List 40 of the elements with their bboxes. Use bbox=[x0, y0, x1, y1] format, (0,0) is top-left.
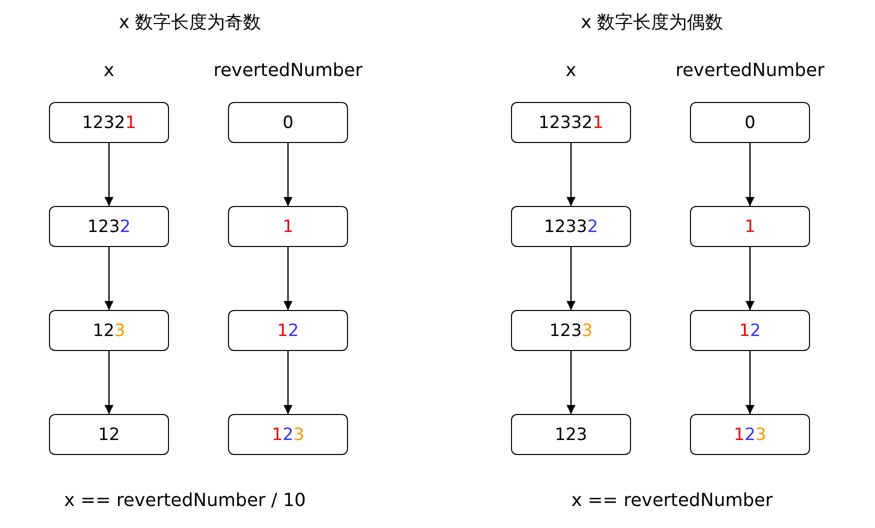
column-header: revertedNumber bbox=[213, 60, 363, 81]
column-header: revertedNumber bbox=[675, 60, 825, 81]
number-box bbox=[690, 102, 810, 143]
arrow bbox=[745, 247, 755, 310]
heading: x 数字长度为偶数 bbox=[580, 11, 724, 34]
arrow bbox=[745, 351, 755, 414]
number-box bbox=[690, 414, 810, 455]
arrow bbox=[745, 143, 755, 206]
arrow bbox=[104, 351, 114, 414]
number-box bbox=[511, 310, 631, 351]
arrow bbox=[566, 143, 576, 206]
arrow bbox=[283, 247, 293, 310]
number-text: 123 bbox=[554, 424, 588, 444]
number-box bbox=[511, 102, 631, 143]
equation: x == revertedNumber / 10 bbox=[64, 490, 306, 511]
number-box bbox=[49, 102, 169, 143]
number-box bbox=[49, 414, 169, 455]
number-box bbox=[228, 206, 348, 247]
number-box bbox=[228, 414, 348, 455]
number-box bbox=[49, 206, 169, 247]
number-text: 0 bbox=[744, 112, 756, 132]
number-box bbox=[49, 310, 169, 351]
number-box bbox=[690, 206, 810, 247]
number-box bbox=[690, 310, 810, 351]
column-header: x bbox=[566, 60, 576, 81]
number-box bbox=[228, 310, 348, 351]
column-header: x bbox=[104, 60, 114, 81]
heading: x 数字长度为奇数 bbox=[118, 11, 262, 34]
arrow bbox=[566, 247, 576, 310]
arrow bbox=[283, 143, 293, 206]
arrow bbox=[104, 247, 114, 310]
arrow bbox=[566, 351, 576, 414]
arrow bbox=[283, 351, 293, 414]
equation: x == revertedNumber bbox=[571, 490, 773, 511]
number-box bbox=[511, 206, 631, 247]
number-box bbox=[511, 414, 631, 455]
arrow bbox=[104, 143, 114, 206]
number-text: 12 bbox=[98, 424, 120, 444]
number-text: 0 bbox=[282, 112, 294, 132]
number-box bbox=[228, 102, 348, 143]
